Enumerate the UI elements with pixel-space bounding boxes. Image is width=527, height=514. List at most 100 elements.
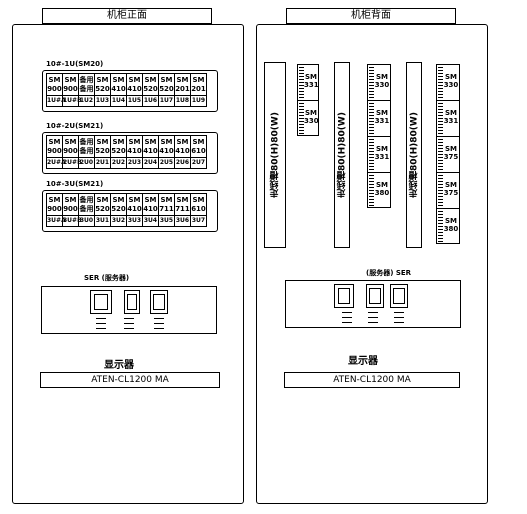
front-module-text: 3U2 <box>111 215 126 224</box>
back-switch-text: 331 <box>374 117 390 125</box>
front-module-text: 1U6 <box>143 95 158 104</box>
front-module-text: 520 <box>159 85 174 93</box>
front-port-3 <box>150 290 168 314</box>
port-strip <box>438 139 443 170</box>
front-port-2 <box>124 290 140 314</box>
port-strip <box>438 211 443 242</box>
front-module-text: SM <box>112 76 125 84</box>
front-module-text: 520 <box>111 205 126 213</box>
port-strip <box>369 175 374 206</box>
front-module-text: SM <box>128 196 141 204</box>
port-strip <box>369 103 374 134</box>
back-switch-text: 330 <box>443 81 459 89</box>
back-switch-text: SM <box>375 73 388 81</box>
front-kvm-unit <box>41 286 217 334</box>
back-duct-3: 走线槽80(H)80(W) <box>406 62 422 248</box>
back-title: 机柜背面 <box>286 8 456 24</box>
front-module-text: 备用 <box>79 147 94 155</box>
back-switch-text: 380 <box>443 225 459 233</box>
front-rail-label: 10#-2U(SM21) <box>46 122 104 130</box>
front-module-text: 2U4 <box>143 157 158 166</box>
front-module-text: 3U4 <box>143 215 158 224</box>
front-module-text: 2U0 <box>79 157 94 166</box>
front-module-text: SM <box>192 196 205 204</box>
front-module-text: 711 <box>175 205 190 213</box>
front-module-text: 900 <box>63 205 78 213</box>
front-module-text: SM <box>160 76 173 84</box>
back-switch-text: 375 <box>443 189 459 197</box>
back-switch-text: SM <box>304 73 317 81</box>
front-module-text: 2U7 <box>191 157 206 166</box>
front-module-text: 610 <box>191 147 206 155</box>
back-switch-text: 331 <box>443 117 459 125</box>
front-rail-frame <box>42 132 218 174</box>
front-module-text: 900 <box>47 147 62 155</box>
front-module-text: 2U#A <box>47 157 66 166</box>
front-module-text: 1U7 <box>159 95 174 104</box>
back-switch-text: SM <box>375 109 388 117</box>
front-module-text: 2U3 <box>127 157 142 166</box>
front-module-text: 410 <box>127 147 142 155</box>
front-module-text: 711 <box>159 205 174 213</box>
back-switch-text: SM <box>304 109 317 117</box>
front-rail-label: 10#-3U(SM21) <box>46 180 104 188</box>
back-port-3 <box>390 284 408 308</box>
front-rail-label: 10#-1U(SM20) <box>46 60 104 68</box>
port-strip <box>369 67 374 98</box>
front-module-text: 610 <box>191 205 206 213</box>
front-module-text: 备用 <box>79 205 94 213</box>
back-duct-1: 走线槽80(H)80(W) <box>264 62 286 248</box>
back-switch-text: SM <box>375 181 388 189</box>
port-strip <box>299 67 304 98</box>
front-module-text: 1U#B <box>63 95 82 104</box>
front-module-text: 3U7 <box>191 215 206 224</box>
back-switch-text: 330 <box>304 117 319 125</box>
front-cabinet <box>12 24 244 504</box>
back-display-label: 显示器 <box>348 356 378 367</box>
back-switch-text: SM <box>444 145 457 153</box>
front-module-text: SM <box>48 196 61 204</box>
port-strip <box>369 139 374 170</box>
port-strip <box>438 67 443 98</box>
port-strip <box>438 103 443 134</box>
front-module-text: 520 <box>95 147 110 155</box>
front-title: 机柜正面 <box>42 8 212 24</box>
front-module-text: 备用 <box>79 196 94 204</box>
front-module: 备用备用 3U0 <box>78 193 95 227</box>
front-module-text: SM <box>176 76 189 84</box>
front-module-text: 1U3 <box>95 95 110 104</box>
front-module-text: 2U#B <box>63 157 82 166</box>
front-module-text: 1U8 <box>175 95 190 104</box>
front-module-text: 3U0 <box>79 215 94 224</box>
front-module-text: 520 <box>95 85 110 93</box>
front-module-text: 2U6 <box>175 157 190 166</box>
front-module-text: SM <box>48 138 61 146</box>
